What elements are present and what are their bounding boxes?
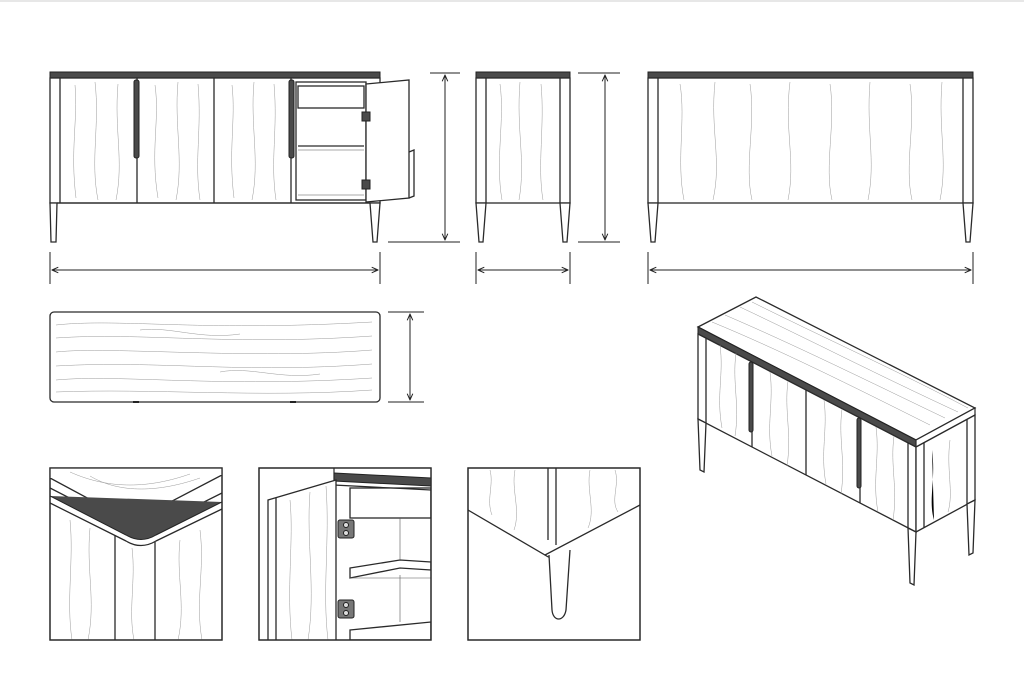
hinge-icon-top xyxy=(337,519,355,539)
top-dimensions xyxy=(388,311,424,403)
hinge-bottom xyxy=(361,179,371,190)
side-view xyxy=(475,71,571,243)
front-view xyxy=(49,71,415,243)
hinge-icon-bottom xyxy=(337,599,355,619)
front-handle-2 xyxy=(288,79,295,159)
hinge-top xyxy=(361,111,371,122)
front-leg-left xyxy=(49,202,58,243)
front-open-door xyxy=(365,79,410,203)
back-view xyxy=(647,71,974,243)
isometric-view xyxy=(696,296,977,587)
front-door-grain xyxy=(73,81,277,201)
back-dimensions xyxy=(647,252,974,284)
detail-leg xyxy=(467,467,641,641)
front-top-band xyxy=(49,71,381,79)
side-dimensions xyxy=(475,72,620,284)
detail-edge xyxy=(49,467,223,641)
front-leg-right xyxy=(369,202,381,243)
top-view xyxy=(49,311,381,403)
front-open-compartment xyxy=(295,81,367,201)
front-dimensions xyxy=(49,72,460,284)
detail-hinge xyxy=(258,467,432,641)
front-handle-1 xyxy=(133,79,140,159)
